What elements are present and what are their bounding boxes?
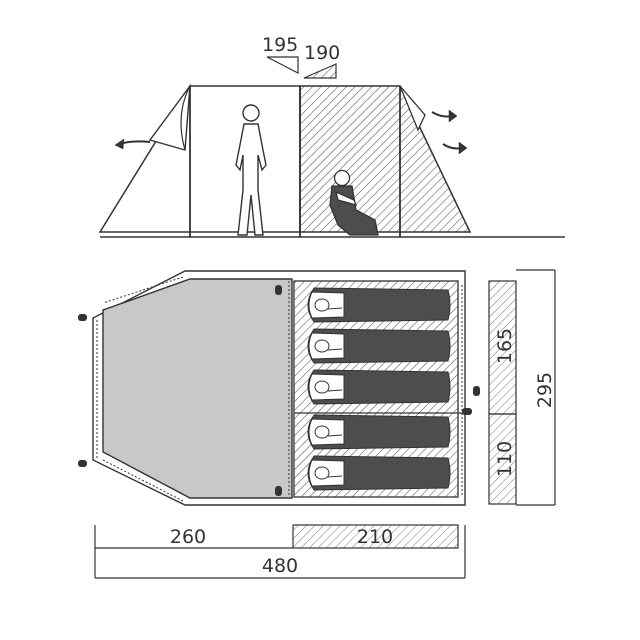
living-area-floor [102, 278, 293, 499]
person-standing-icon [235, 104, 267, 236]
sleeping-section-side [299, 85, 472, 233]
bedroom-lower-width-label: 110 [494, 441, 516, 477]
person-sitting-icon [329, 169, 379, 236]
width-bar-upper [488, 280, 517, 415]
peg-icon [78, 285, 480, 496]
peak-height-living: 195 [262, 34, 299, 74]
peak-height-sleeping: 190 [303, 42, 340, 79]
total-width-label: 295 [534, 372, 556, 408]
side-view: 195 190 [98, 34, 565, 238]
sleeping-bag-icon [307, 455, 451, 491]
floor-plan [78, 270, 480, 506]
sleeping-length-bar [292, 524, 459, 549]
dimension-lines: 295 165 110 260 210 480 [94, 269, 556, 579]
sleeping-bag-icon [307, 369, 451, 405]
door-flap-right [399, 85, 426, 132]
living-height-label: 195 [262, 34, 298, 56]
bedroom-upper-width-label: 165 [494, 328, 516, 364]
sleeping-bag-icon [307, 414, 451, 450]
living-length-label: 260 [170, 526, 206, 548]
sleeping-bag-icon [307, 328, 451, 364]
airflow-arrow-icon [114, 109, 468, 155]
sleeping-bags [307, 287, 451, 491]
sleeping-height-label: 190 [304, 42, 340, 64]
sleeping-length-label: 210 [357, 526, 393, 548]
living-section-side [98, 85, 301, 233]
total-length-label: 480 [262, 555, 298, 577]
width-bar-lower [488, 413, 517, 505]
door-flap-left [148, 83, 191, 151]
sleeping-bag-icon [307, 287, 451, 323]
